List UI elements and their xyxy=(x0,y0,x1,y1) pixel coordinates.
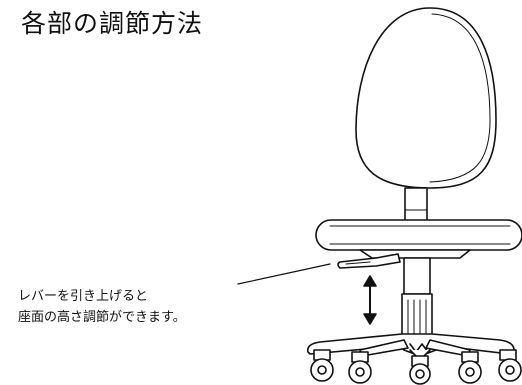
five-star-base xyxy=(306,333,515,361)
seat-mechanism xyxy=(359,249,471,259)
caster-2 xyxy=(348,351,372,384)
caster-3 xyxy=(409,355,431,385)
caster-1 xyxy=(310,349,334,382)
lever-instruction-caption: レバーを引き上げると 座面の高さ調節ができます。 xyxy=(18,286,186,328)
backrest-inner-edge xyxy=(429,13,491,183)
page-title: 各部の調節方法 xyxy=(21,9,204,38)
caption-line-2: 座面の高さ調節ができます。 xyxy=(18,310,186,325)
caster-wheels xyxy=(310,349,522,385)
gas-cylinder xyxy=(401,257,433,337)
caption-line-1: レバーを引き上げると xyxy=(18,289,149,304)
chair-backrest xyxy=(355,7,497,189)
caster-4 xyxy=(458,351,482,384)
callout-leader-line xyxy=(237,263,331,285)
chair-seat xyxy=(315,219,522,251)
caster-5 xyxy=(498,349,522,382)
height-adjustment-lever xyxy=(337,253,401,269)
height-adjust-arrow xyxy=(363,275,377,325)
